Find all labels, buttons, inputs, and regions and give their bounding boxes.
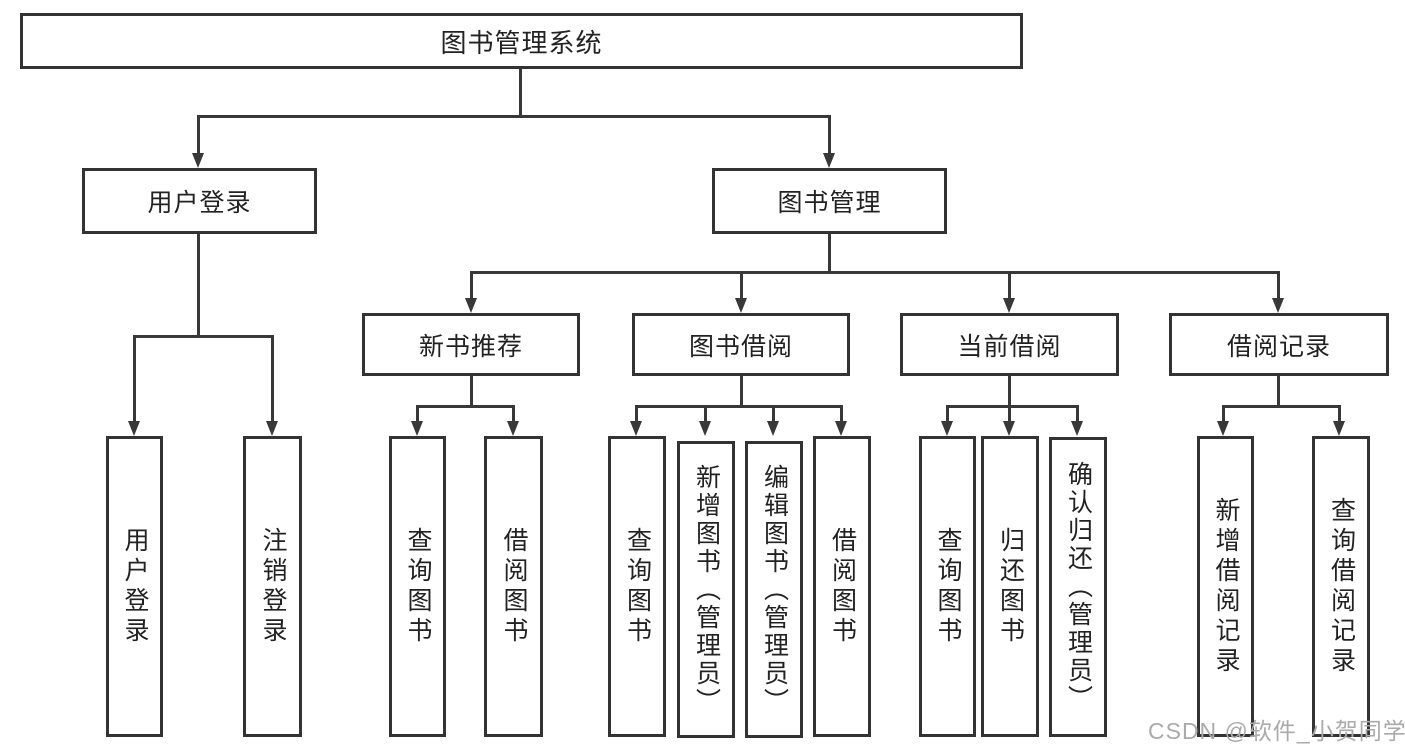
arrow-to-user-login xyxy=(192,153,204,168)
connector-leaf xyxy=(704,405,707,424)
connector-to-user-login xyxy=(197,115,200,157)
connector-leaf xyxy=(416,405,419,424)
node-root: 图书管理系统 xyxy=(20,13,1023,69)
arrow-leaf xyxy=(1071,421,1083,436)
arrow-to-new-book-rec xyxy=(465,298,477,313)
connector-leaf xyxy=(840,405,843,424)
connector-book-borrow-stub xyxy=(740,376,743,408)
node-borrow-records: 借阅记录 xyxy=(1169,313,1389,376)
leaf-borrow-book-2: 借阅图书 xyxy=(813,436,871,737)
connector-leaf xyxy=(1338,405,1341,424)
connector-leaf xyxy=(946,405,949,424)
arrow-to-borrow-records xyxy=(1272,298,1284,313)
connector-current-borrow-branch xyxy=(946,405,1079,408)
arrow-to-book-mgmt xyxy=(823,153,835,168)
connector-borrow-records-branch xyxy=(1222,405,1341,408)
connector-leaf xyxy=(1008,405,1011,424)
arrow-leaf xyxy=(507,421,519,436)
leaf-confirm-return: 确认归还（管理员） xyxy=(1049,437,1107,737)
node-user-login: 用户登录 xyxy=(82,168,317,234)
connector-book-borrow-branch xyxy=(635,405,843,408)
leaf-query-book-1: 查询图书 xyxy=(389,436,446,737)
leaf-query-book-3: 查询图书 xyxy=(919,436,976,737)
arrow-leaf xyxy=(411,421,423,436)
connector-new-book-rec-stub xyxy=(470,376,473,408)
connector-user-login-stub xyxy=(197,234,200,338)
connector-user-login-branch xyxy=(133,335,274,338)
leaf-add-book: 新增图书（管理员） xyxy=(677,441,735,738)
node-new-book-rec: 新书推荐 xyxy=(362,313,580,376)
node-current-borrow: 当前借阅 xyxy=(900,313,1119,376)
connector-to-current-borrow xyxy=(1008,271,1011,301)
leaf-add-borrow-record: 新增借阅记录 xyxy=(1197,436,1254,737)
connector-leaf xyxy=(1076,405,1079,424)
leaf-user-login: 用户登录 xyxy=(106,436,163,737)
arrow-leaf xyxy=(699,421,711,436)
leaf-query-borrow-record: 查询借阅记录 xyxy=(1312,436,1370,737)
connector-leaf xyxy=(512,405,515,424)
arrow-leaf xyxy=(767,421,779,436)
connector-to-borrow-records xyxy=(1277,271,1280,301)
connector-leaf xyxy=(1222,405,1225,424)
connector-to-leaf-logout xyxy=(271,335,274,424)
arrow-to-book-borrow xyxy=(735,298,747,313)
arrow-leaf xyxy=(835,421,847,436)
arrow-to-leaf-logout xyxy=(266,421,278,436)
connector-to-new-book-rec xyxy=(470,271,473,301)
arrow-leaf xyxy=(630,421,642,436)
arrow-leaf xyxy=(941,421,953,436)
connector-leaf xyxy=(635,405,638,424)
leaf-borrow-book-1: 借阅图书 xyxy=(484,436,543,737)
arrow-leaf xyxy=(1217,421,1229,436)
csdn-watermark: CSDN @软件_小贺同学 xyxy=(1148,718,1405,744)
connector-new-book-rec-branch xyxy=(416,405,515,408)
leaf-query-book-2: 查询图书 xyxy=(608,436,666,737)
node-book-mgmt: 图书管理 xyxy=(712,168,947,234)
connector-book-mgmt-stub xyxy=(828,234,831,274)
arrow-to-leaf-user-login xyxy=(128,421,140,436)
connector-l1-branch xyxy=(197,115,831,118)
leaf-logout: 注销登录 xyxy=(243,436,302,737)
connector-l3-branch xyxy=(470,271,1280,274)
leaf-edit-book: 编辑图书（管理员） xyxy=(745,441,803,738)
connector-borrow-records-stub xyxy=(1277,376,1280,408)
connector-to-book-borrow xyxy=(740,271,743,301)
connector-to-leaf-user-login xyxy=(133,335,136,424)
connector-leaf xyxy=(772,405,775,424)
connector-to-book-mgmt xyxy=(828,115,831,157)
connector-current-borrow-stub xyxy=(1008,376,1011,408)
arrow-leaf xyxy=(1003,421,1015,436)
arrow-leaf xyxy=(1333,421,1345,436)
connector-root-stub xyxy=(519,67,522,118)
leaf-return-book: 归还图书 xyxy=(981,436,1039,737)
arrow-to-current-borrow xyxy=(1003,298,1015,313)
node-book-borrow: 图书借阅 xyxy=(632,313,850,376)
